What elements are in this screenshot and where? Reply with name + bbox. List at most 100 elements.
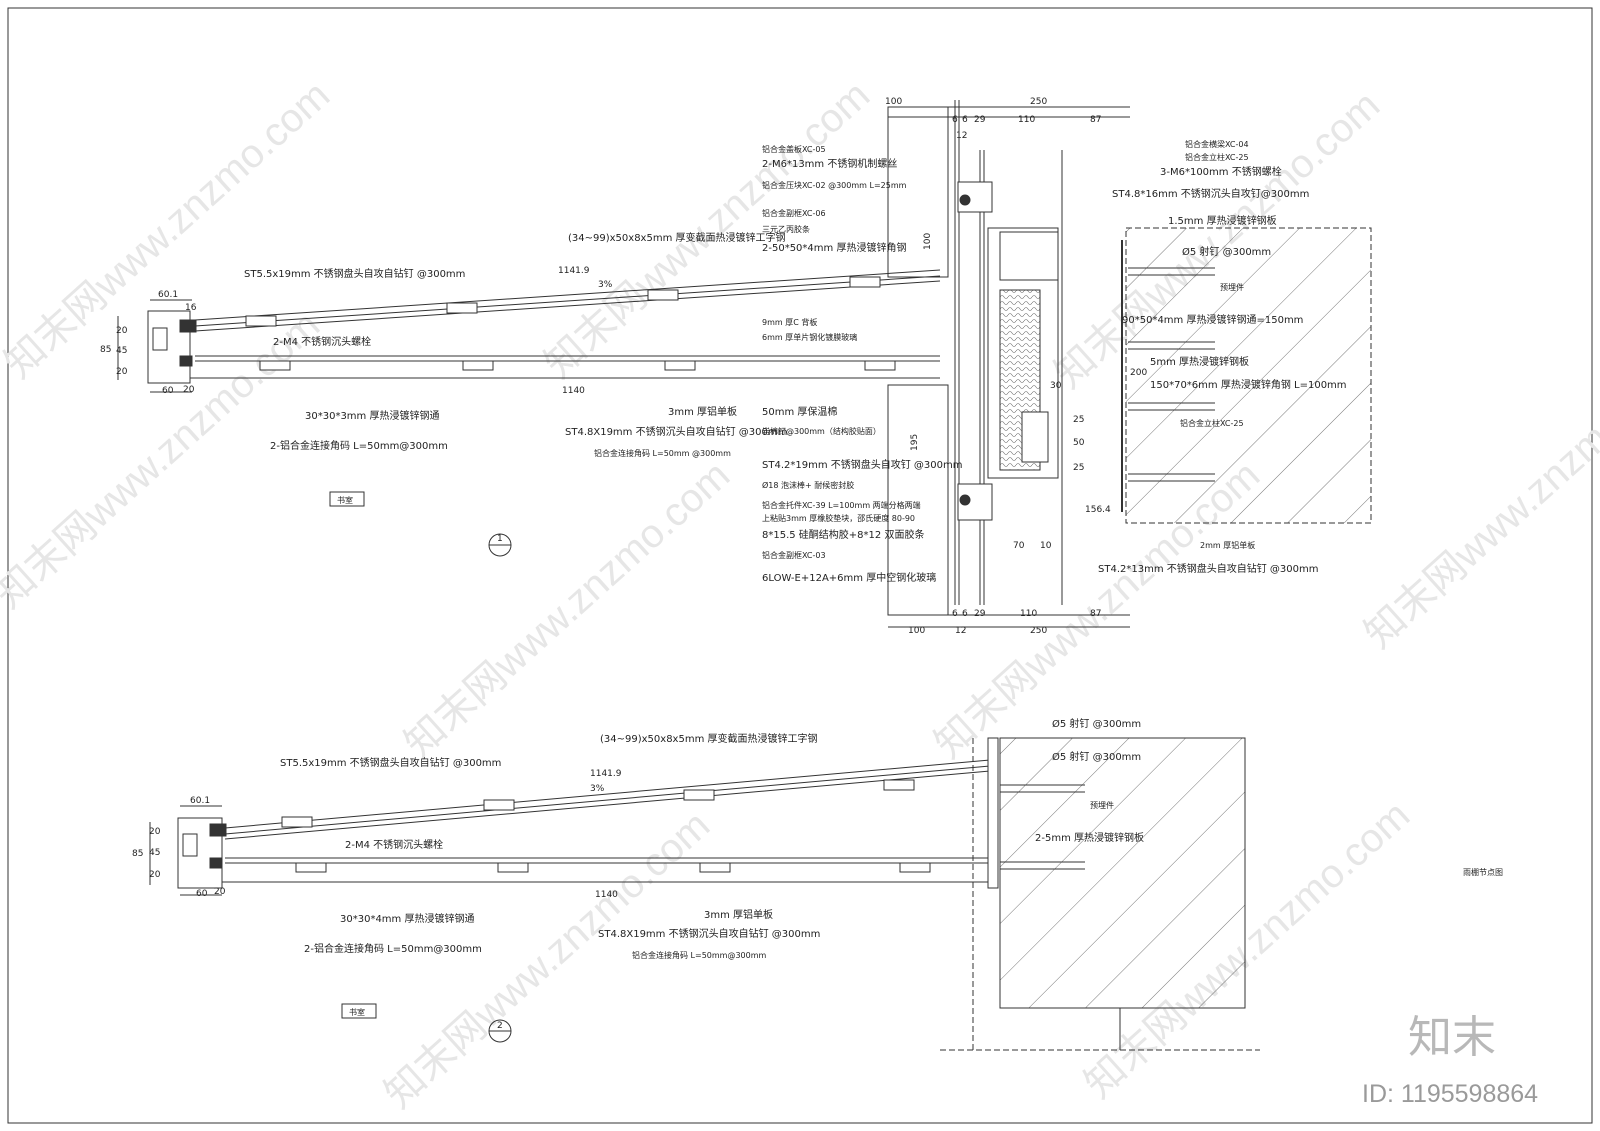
dim-60: 60 [162, 386, 174, 396]
dim-bottom: 100 [908, 626, 925, 636]
label-plate: 3mm 厚铝单板 [704, 908, 773, 921]
dim-bottom: 87 [1090, 609, 1101, 619]
section-labels: 铝合金盖板XC-05 2-M6*13mm 不锈钢机制螺丝 铝合金压块XC-02 … [762, 97, 1347, 636]
dim-85: 85 [100, 345, 111, 355]
section-label-right: 1.5mm 厚热浸镀锌钢板 [1168, 214, 1277, 227]
label-angle-b: 铝合金连接角码 L=50mm@300mm [632, 950, 767, 960]
label-nail-2: Ø5 射钉 @300mm [1052, 751, 1141, 763]
dim-side: 195 [910, 434, 920, 451]
dim-60-1: 60.1 [190, 796, 210, 806]
label-m4: 2-M4 不锈钢沉头螺栓 [273, 335, 371, 348]
dim-top-length: 1141.9 [590, 769, 622, 779]
section-label-left: 50mm 厚保温棉 [762, 405, 837, 418]
section-label-left: 岩棉钉@300mm（结构胶贴面） [762, 426, 881, 436]
label-steel-plate: 2-5mm 厚热浸镀锌钢板 [1035, 831, 1144, 844]
section-label-left: 铝合金副框XC-03 [762, 550, 826, 560]
dim-side: 50 [1073, 438, 1085, 448]
dim-top: 12 [956, 131, 967, 141]
dim-side: 156.4 [1085, 505, 1111, 515]
dim-side: 70 [1013, 541, 1025, 551]
section-label-right: ST4.2*13mm 不锈钢盘头自攻自钻钉 @300mm [1098, 562, 1319, 575]
section-label-right: 铝合金立柱XC-25 [1185, 152, 1249, 162]
section-label-left: 铝合金压块XC-02 @300mm L=25mm [762, 180, 907, 190]
section-label-right: 2mm 厚铝单板 [1200, 540, 1255, 550]
section-label-right: 预埋件 [1220, 282, 1244, 292]
section-label-left: 9mm 厚C 背板 [762, 317, 817, 327]
section-label-right: ST4.8*16mm 不锈钢沉头自攻钉@300mm [1112, 187, 1309, 200]
dim-side: 10 [1040, 541, 1052, 551]
section-label-left: 2-M6*13mm 不锈钢机制螺丝 [762, 157, 897, 170]
watermark: 知末网www.znzmo.com [1357, 343, 1600, 657]
section-label-right: 150*70*6mm 厚热浸镀锌角钢 L=100mm [1150, 378, 1347, 391]
dim-bottom: 250 [1030, 626, 1047, 636]
brand-id: ID: 1195598864 [1362, 1080, 1538, 1108]
dim-top: 250 [1030, 97, 1047, 107]
label-angle-b: 铝合金连接角码 L=50mm @300mm [594, 448, 731, 458]
dim-20b: 20 [149, 870, 161, 880]
dim-20b: 20 [116, 367, 128, 377]
section-label-left: 铝合金副框XC-06 [762, 208, 826, 218]
label-angle: 2-铝合金连接角码 L=50mm@300mm [304, 942, 482, 955]
section-label-right: Ø5 射钉 @300mm [1182, 246, 1271, 258]
section-label-left: 6mm 厚单片钢化镀膜玻璃 [762, 332, 857, 342]
label-embed: 预埋件 [1090, 800, 1114, 810]
dim-60: 60 [196, 889, 208, 899]
label-m4: 2-M4 不锈钢沉头螺栓 [345, 838, 443, 851]
dim-top: 6 [962, 115, 968, 125]
label-i-beam: (34~99)x50x8x5mm 厚变截面热浸镀锌工字钢 [600, 732, 818, 745]
detail-2-labels: (34~99)x50x8x5mm 厚变截面热浸镀锌工字钢 ST5.5x19mm … [132, 718, 1503, 1031]
dim-bottom: 12 [955, 626, 966, 636]
dim-20a: 20 [116, 326, 128, 336]
dim-20c: 20 [183, 385, 195, 395]
section-label-left: 铝合金盖板XC-05 [762, 144, 826, 154]
sheet-border [7, 7, 1593, 1124]
dim-85: 85 [132, 849, 143, 859]
dim-bottom-length: 1140 [595, 890, 618, 900]
label-nail-1: Ø5 射钉 @300mm [1052, 718, 1141, 730]
dim-top: 29 [974, 115, 986, 125]
dim-top-length: 1141.9 [558, 266, 590, 276]
dim-top: 110 [1018, 115, 1035, 125]
dim-bottom: 29 [974, 609, 986, 619]
dim-bottom: 110 [1020, 609, 1037, 619]
label-i-beam: (34~99)x50x8x5mm 厚变截面热浸镀锌工字钢 [568, 231, 786, 244]
section-label-left: 8*15.5 硅酮结构胶+8*12 双面胶条 [762, 528, 924, 541]
dim-side: 200 [1130, 368, 1147, 378]
detail-1-labels: (34~99)x50x8x5mm 厚变截面热浸镀锌工字钢 ST5.5x19mm … [100, 231, 787, 544]
detail-2 [149, 737, 1260, 1051]
room-label: 书室 [349, 1007, 365, 1017]
curtain-wall-section [887, 100, 1372, 628]
room-label: 书室 [337, 495, 353, 505]
label-tube: 30*30*4mm 厚热浸镀锌钢通 [340, 912, 474, 925]
detail-1 [117, 269, 941, 557]
section-label-left: 2-50*50*4mm 厚热浸镀锌角钢 [762, 241, 906, 254]
dim-top: 100 [885, 97, 902, 107]
label-angle: 2-铝合金连接角码 L=50mm@300mm [270, 439, 448, 452]
label-screw-top: ST5.5x19mm 不锈钢盘头自攻自钻钉 @300mm [244, 267, 465, 280]
dim-45: 45 [116, 346, 127, 356]
section-label-left: ST4.2*19mm 不锈钢盘头自攻钉 @300mm [762, 458, 963, 471]
dim-bottom-length: 1140 [562, 386, 585, 396]
section-label-right: 5mm 厚热浸镀锌钢板 [1150, 355, 1249, 368]
dim-45: 45 [149, 848, 160, 858]
section-label-left: 上粘贴3mm 厚橡胶垫块，邵氏硬度 80-90 [762, 513, 915, 523]
section-label-left: 铝合金托件XC-39 L=100mm 两端分格两端 [762, 500, 921, 510]
dim-side: 30 [1050, 381, 1062, 391]
dim-16: 16 [185, 303, 197, 313]
label-plate: 3mm 厚铝单板 [668, 405, 737, 418]
dim-20a: 20 [149, 827, 161, 837]
section-label-right: 3-M6*100mm 不锈钢螺栓 [1160, 165, 1282, 178]
dim-slope: 3% [590, 784, 605, 794]
label-screw-bottom: ST4.8X19mm 不锈钢沉头自攻自钻钉 @300mm [598, 927, 820, 940]
section-label-right: 铝合金横梁XC-04 [1185, 139, 1249, 149]
dim-top: 87 [1090, 115, 1101, 125]
section-label-left: 6LOW-E+12A+6mm 厚中空钢化玻璃 [762, 571, 936, 584]
dim-top: 6 [952, 115, 958, 125]
drawing-title: 雨棚节点图 [1463, 867, 1503, 877]
dim-side: 100 [923, 233, 933, 250]
detail-number: 1 [497, 534, 503, 544]
section-label-left: 三元乙丙胶条 [762, 224, 810, 234]
dim-side: 25 [1073, 463, 1084, 473]
dim-slope: 3% [598, 280, 613, 290]
